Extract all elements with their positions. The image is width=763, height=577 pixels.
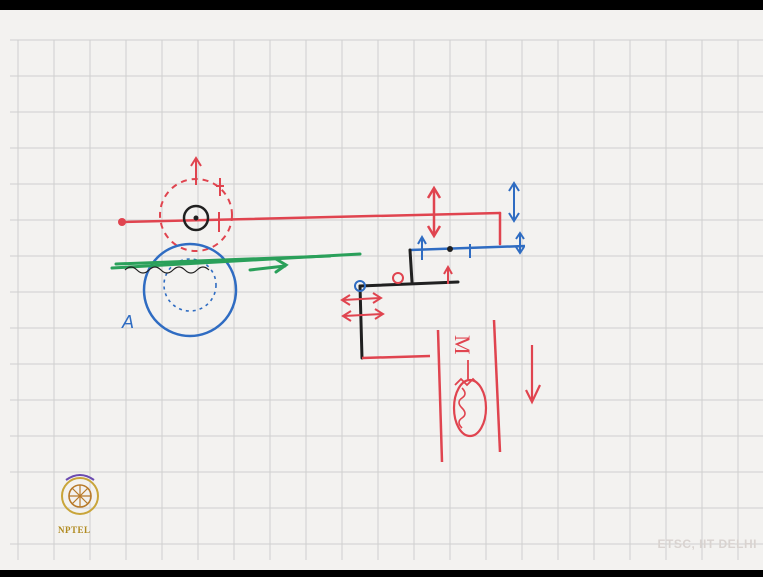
right-blue-arrows [508,181,525,255]
roller-inner-dashed [163,258,217,312]
annotation-label: A [121,312,134,332]
lever-double-arrow [426,185,442,239]
damper-ellipse [452,378,488,438]
lower-red-path [361,319,502,463]
pivot-ring [182,204,210,232]
lever-left-pivot [118,218,126,226]
spring-label: M [450,335,475,355]
linkage [358,248,460,360]
roller-circle [142,242,238,338]
pivot-arrows [190,156,224,232]
web-strip [110,252,362,274]
beam-joint [447,246,453,252]
damper-coil [458,387,466,429]
pivot-dot [193,215,199,221]
web-texture [124,266,210,274]
nptel-logo-text: NPTEL [58,525,91,535]
linkage-pivot [354,280,366,292]
down-arrow [525,345,541,405]
linkage-arrows [340,264,453,322]
watermark: ETSC, IIT DELHI [657,537,757,551]
blue-beam [409,244,526,252]
grid-lines [10,39,763,560]
beam-arrows [417,234,471,260]
paper-background [0,10,763,570]
linkage-small-circle [392,272,404,284]
nptel-logo [61,474,99,515]
